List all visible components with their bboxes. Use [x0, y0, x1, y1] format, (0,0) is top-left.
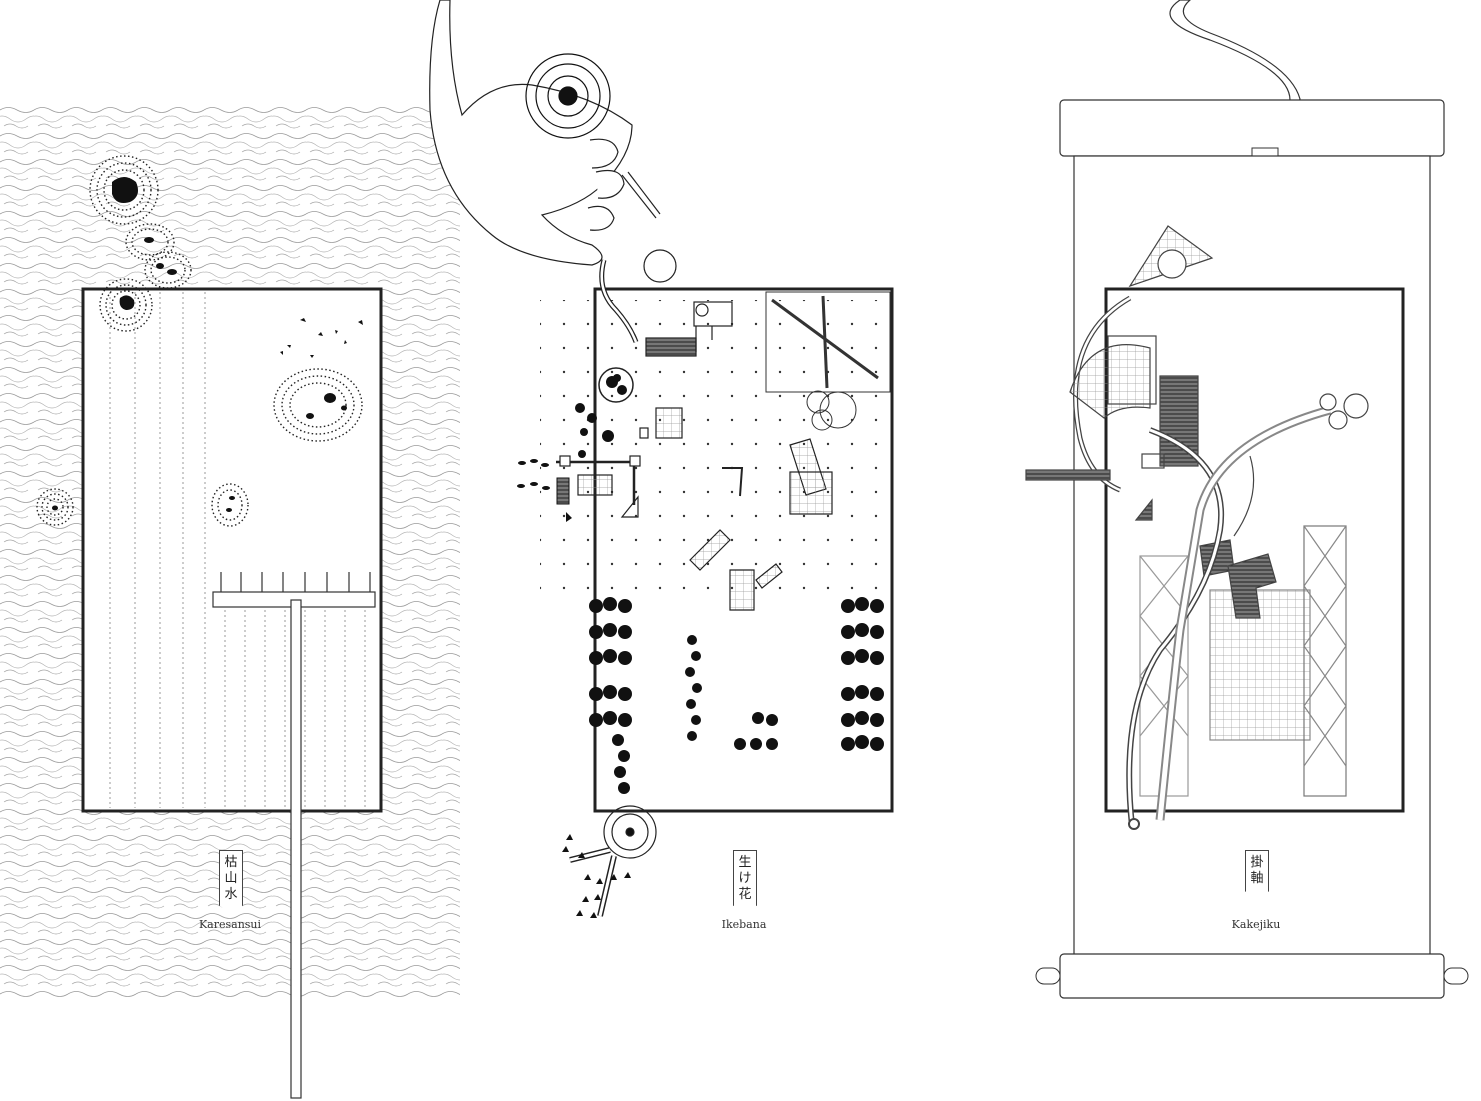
- ball: [643, 249, 677, 283]
- garden-stones: [52, 177, 363, 512]
- kanji-char: 水: [224, 887, 238, 902]
- planting-clusters: [517, 367, 634, 522]
- kakejiku-caption: Kakejiku: [1231, 918, 1281, 931]
- karesansui-caption: Karesansui: [198, 918, 262, 931]
- site-plan-structures: [1025, 225, 1369, 830]
- raked-lines: [109, 292, 366, 808]
- kanji-char: 山: [224, 871, 238, 886]
- kanji-char: 軸: [1250, 871, 1264, 886]
- circular-pavilion: [562, 805, 657, 918]
- ikebana-frame: [593, 287, 894, 813]
- karesansui-panel: [0, 106, 460, 1099]
- hand: [429, 0, 661, 266]
- kanji-char: け: [738, 871, 752, 886]
- kakejiku-kanji-label: 掛 軸: [1245, 850, 1269, 897]
- square-frame-top-right: [765, 291, 891, 431]
- structures-mid: [556, 407, 833, 611]
- scroll-paper: [1073, 155, 1431, 957]
- kanji-char: 生: [738, 855, 752, 870]
- ikebana-kanji-label: 生 け 花: [733, 850, 757, 913]
- pavilion-top: [645, 301, 733, 357]
- stone-ripples: [36, 155, 363, 527]
- rake: [212, 572, 376, 1099]
- kakejiku-frame: [1104, 287, 1405, 813]
- ikebana-caption: Ikebana: [721, 918, 767, 931]
- ikebana-panel: [429, 0, 894, 918]
- flower-head: [525, 53, 611, 139]
- kanji-char: 花: [738, 887, 752, 902]
- scroll-bottom-rod: [1059, 953, 1445, 999]
- garden-frame: [81, 287, 383, 813]
- kanji-char: 掛: [1250, 855, 1264, 870]
- tree-rows: [589, 597, 884, 794]
- kanji-char: 枯: [224, 855, 238, 870]
- kakejiku-panel: [1025, 0, 1469, 999]
- karesansui-kanji-label: 枯 山 水: [219, 850, 243, 913]
